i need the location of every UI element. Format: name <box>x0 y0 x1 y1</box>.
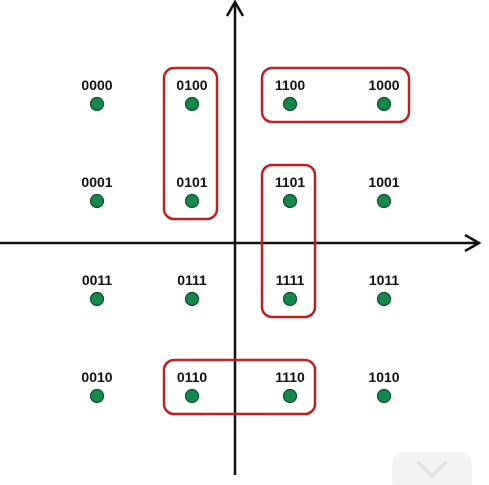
point-dot <box>184 96 200 112</box>
constellation-point-1101: 1101 <box>275 174 306 209</box>
point-label: 0001 <box>81 174 112 190</box>
point-label: 0000 <box>81 77 112 93</box>
point-dot <box>282 193 298 209</box>
group-box-0110-1110 <box>162 358 317 416</box>
axes <box>0 0 482 475</box>
constellation-point-1001: 1001 <box>368 174 400 209</box>
point-dot <box>376 291 392 307</box>
constellation-point-0011: 0011 <box>82 272 113 307</box>
y-axis-arrowhead <box>225 0 245 17</box>
point-label: 1110 <box>275 369 305 385</box>
point-dot <box>89 193 105 209</box>
constellation-point-0000: 0000 <box>81 77 113 112</box>
group-boxes <box>162 66 411 416</box>
group-box-1101-1111 <box>260 163 317 319</box>
constellation-point-0111: 0111 <box>177 272 207 307</box>
constellation-point-1110: 1110 <box>275 369 305 404</box>
point-label: 0010 <box>81 369 112 385</box>
point-label: 1101 <box>275 174 306 190</box>
point-label: 0100 <box>176 77 207 93</box>
point-label: 1001 <box>368 174 399 190</box>
point-label: 1011 <box>369 272 400 288</box>
watermark-logo <box>392 452 472 485</box>
point-label: 1010 <box>368 369 399 385</box>
constellation-point-1011: 1011 <box>369 272 400 307</box>
point-dot <box>184 291 200 307</box>
constellation-point-0010: 0010 <box>81 369 113 404</box>
point-label: 0101 <box>176 174 207 190</box>
point-dot <box>89 291 105 307</box>
point-label: 1111 <box>276 272 305 288</box>
constellation-point-0100: 0100 <box>176 77 208 112</box>
point-dot <box>184 388 200 404</box>
constellation-point-1100: 1100 <box>275 77 306 112</box>
constellation-point-1000: 1000 <box>368 77 400 112</box>
point-dot <box>282 388 298 404</box>
constellation-point-1111: 1111 <box>276 272 305 307</box>
point-dot <box>184 193 200 209</box>
point-dot <box>376 96 392 112</box>
constellation-point-0110: 0110 <box>177 369 208 404</box>
constellation-point-0001: 0001 <box>81 174 113 209</box>
group-box-0100-0101 <box>162 66 219 221</box>
point-label: 0011 <box>82 272 113 288</box>
point-dot <box>282 96 298 112</box>
point-dot <box>89 96 105 112</box>
constellation-points: 0000 0100 1100 1000 0001 0101 1101 1001 0011 0111… <box>81 77 400 404</box>
point-dot <box>282 291 298 307</box>
point-label: 1100 <box>275 77 306 93</box>
constellation-point-1010: 1010 <box>368 369 400 404</box>
x-axis-arrowhead <box>464 233 482 253</box>
point-label: 0110 <box>177 369 208 385</box>
point-dot <box>89 388 105 404</box>
point-label: 0111 <box>177 272 207 288</box>
group-box-1100-1000 <box>260 66 411 124</box>
point-dot <box>376 388 392 404</box>
point-label: 1000 <box>368 77 399 93</box>
point-dot <box>376 193 392 209</box>
constellation-point-0101: 0101 <box>176 174 208 209</box>
